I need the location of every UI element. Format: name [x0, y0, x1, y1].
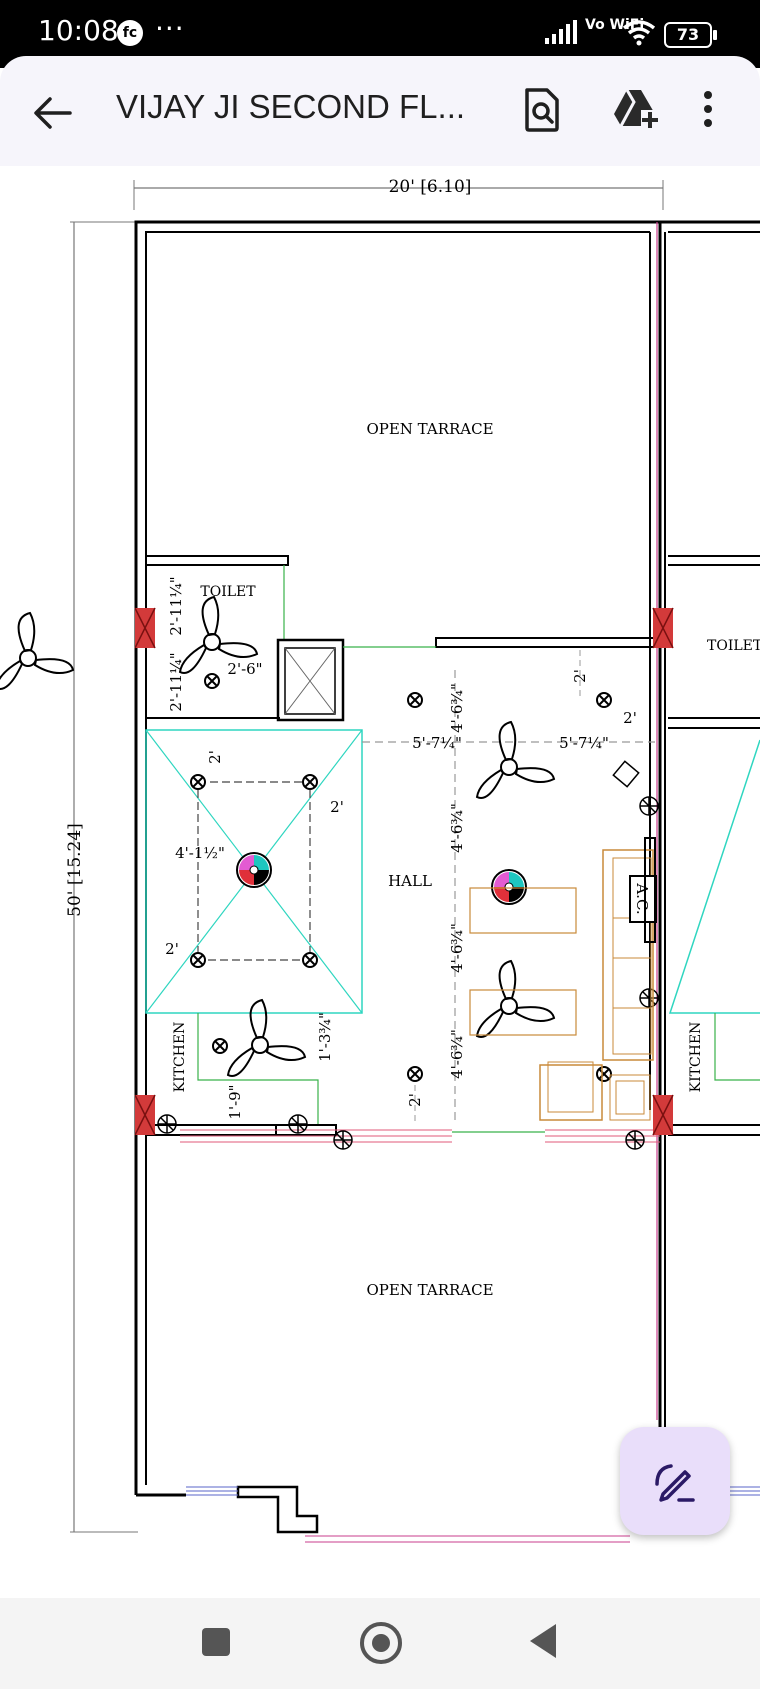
- cell-signal-icon: [545, 20, 577, 44]
- dim-2-a: 2': [206, 750, 224, 764]
- label-kitchen-right: KITCHEN: [688, 1022, 704, 1093]
- dim-4-1: 4'-1½": [175, 844, 225, 862]
- dim-2-c: 2': [165, 940, 179, 958]
- dim-2-6: 2'-6": [227, 660, 262, 678]
- more-options-icon[interactable]: [701, 86, 715, 132]
- wifi-icon: [622, 20, 656, 46]
- dim-4-6-d: 4'-6¾": [448, 1029, 466, 1079]
- floor-plan-drawing: 20' [6.10] 50' [15.24] OPEN TARRACE OPEN…: [0, 177, 760, 1543]
- vowifi-label: Vo WiFi: [585, 17, 645, 33]
- dim-4-6-b: 4'-6¾": [448, 803, 466, 853]
- dim-2-e: 2': [623, 709, 637, 727]
- label-toilet: TOILET: [200, 584, 256, 600]
- document-title: VIJAY JI SECOND FL...: [116, 88, 466, 125]
- dim-5-7-b: 5'-7¼": [559, 734, 609, 752]
- recents-nav-icon[interactable]: [202, 1628, 230, 1656]
- label-kitchen: KITCHEN: [172, 1022, 188, 1093]
- back-nav-icon[interactable]: [530, 1624, 556, 1658]
- label-hall: HALL: [388, 872, 432, 890]
- label-toilet-right: TOILET: [707, 638, 760, 654]
- home-nav-icon[interactable]: [360, 1622, 402, 1664]
- dim-2-d: 2': [571, 669, 589, 683]
- add-to-drive-icon[interactable]: [611, 86, 659, 132]
- document-viewer[interactable]: 20' [6.10] 50' [15.24] OPEN TARRACE OPEN…: [0, 166, 760, 1598]
- find-in-document-icon[interactable]: [521, 86, 563, 134]
- plan-width-dimension: 20' [6.10]: [389, 177, 472, 197]
- notification-app-icon: fc: [117, 20, 143, 46]
- plan-height-dimension: 50' [15.24]: [65, 823, 85, 917]
- dim-1-9: 1'-9": [226, 1084, 244, 1119]
- edit-fab-button[interactable]: [620, 1427, 730, 1535]
- label-open-terrace-bottom: OPEN TARRACE: [366, 1281, 493, 1299]
- dim-2-11-a: 2'-11¼": [167, 576, 185, 635]
- dim-5-7-a: 5'-7¼": [412, 734, 462, 752]
- dim-4-6-c: 4'-6¾": [448, 923, 466, 973]
- edit-pen-icon: [655, 1464, 695, 1502]
- back-arrow-icon[interactable]: [30, 90, 76, 136]
- label-ac: A.C.: [633, 882, 651, 914]
- system-nav-bar: [0, 1598, 760, 1689]
- top-app-bar: VIJAY JI SECOND FL...: [0, 56, 760, 166]
- status-time: 10:08: [38, 14, 119, 47]
- dim-2-f: 2': [406, 1093, 424, 1107]
- more-notifications-icon: ···: [155, 12, 185, 45]
- battery-level: 73: [664, 22, 717, 48]
- dim-1-3: 1'-3¾": [316, 1012, 334, 1062]
- dim-2-b: 2': [330, 798, 344, 816]
- label-open-terrace-top: OPEN TARRACE: [366, 420, 493, 438]
- dim-2-11-b: 2'-11¼": [167, 652, 185, 711]
- dim-4-6-a: 4'-6¾": [448, 683, 466, 733]
